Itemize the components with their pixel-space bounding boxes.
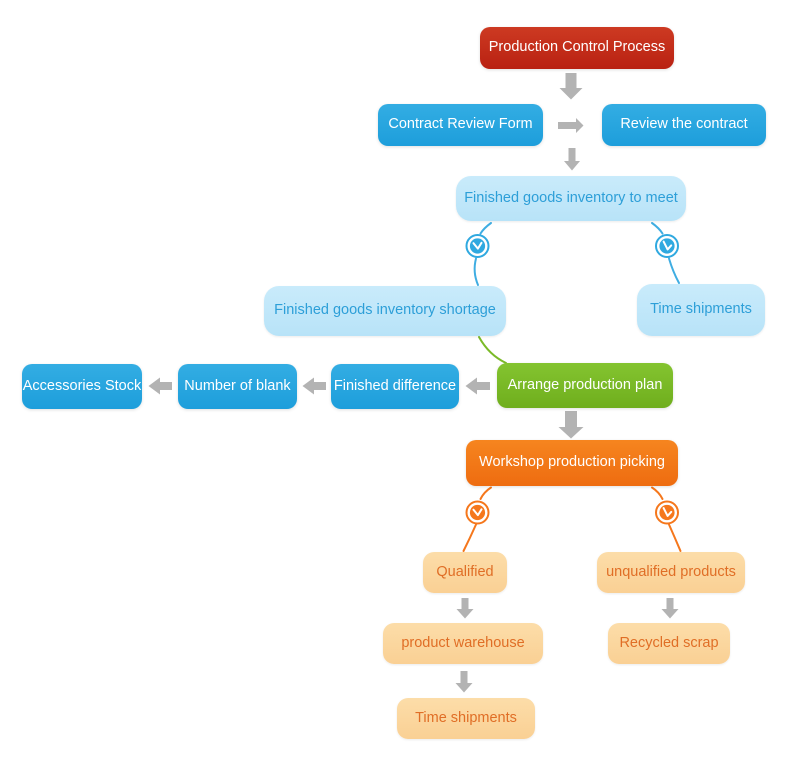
connector-line bbox=[473, 257, 479, 286]
node-time-shipments-bottom: Time shipments bbox=[397, 698, 535, 739]
connector-line bbox=[651, 486, 664, 500]
connector-line bbox=[462, 523, 477, 552]
node-finished-goods-inventory-shortage: Finished goods inventory shortage bbox=[264, 286, 506, 336]
arrow-left-icon bbox=[465, 377, 490, 395]
node-qualified: Qualified bbox=[423, 552, 507, 593]
node-unqualified-products: unqualified products bbox=[597, 552, 745, 593]
arrow-down-icon bbox=[564, 148, 580, 171]
clock-icon bbox=[655, 234, 679, 258]
arrow-down-icon bbox=[455, 671, 473, 693]
connector-line bbox=[651, 222, 664, 235]
flow-arrows bbox=[148, 73, 679, 693]
connector-line bbox=[668, 523, 682, 552]
node-workshop-production-picking: Workshop production picking bbox=[466, 440, 678, 486]
arrow-left-icon bbox=[148, 377, 172, 395]
clock-icon bbox=[655, 500, 679, 525]
node-number-of-blank: Number of blank bbox=[178, 364, 297, 409]
node-contract-review-form: Contract Review Form bbox=[378, 104, 543, 146]
node-finished-difference: Finished difference bbox=[331, 364, 459, 409]
node-arrange-production-plan: Arrange production plan bbox=[497, 363, 673, 408]
node-accessories-stock: Accessories Stock bbox=[22, 364, 142, 409]
node-review-the-contract: Review the contract bbox=[602, 104, 766, 146]
arrow-down-icon bbox=[559, 73, 583, 100]
node-time-shipments-top: Time shipments bbox=[637, 284, 765, 336]
connector-lines bbox=[462, 222, 682, 552]
connector-line bbox=[479, 486, 492, 500]
connector-line bbox=[478, 336, 507, 364]
arrow-left-icon bbox=[302, 377, 326, 395]
clock-icon bbox=[465, 500, 490, 525]
connector-line bbox=[479, 222, 492, 235]
arrow-right-icon bbox=[558, 118, 584, 133]
node-finished-goods-inventory-to-meet: Finished goods inventory to meet bbox=[456, 176, 686, 221]
node-product-warehouse: product warehouse bbox=[383, 623, 543, 664]
arrow-down-icon bbox=[661, 598, 679, 619]
node-production-control-process: Production Control Process bbox=[480, 27, 674, 69]
arrow-down-icon bbox=[558, 411, 584, 439]
connector-line bbox=[668, 257, 680, 284]
node-recycled-scrap: Recycled scrap bbox=[608, 623, 730, 664]
clock-icon bbox=[465, 234, 490, 258]
arrow-down-icon bbox=[456, 598, 474, 619]
